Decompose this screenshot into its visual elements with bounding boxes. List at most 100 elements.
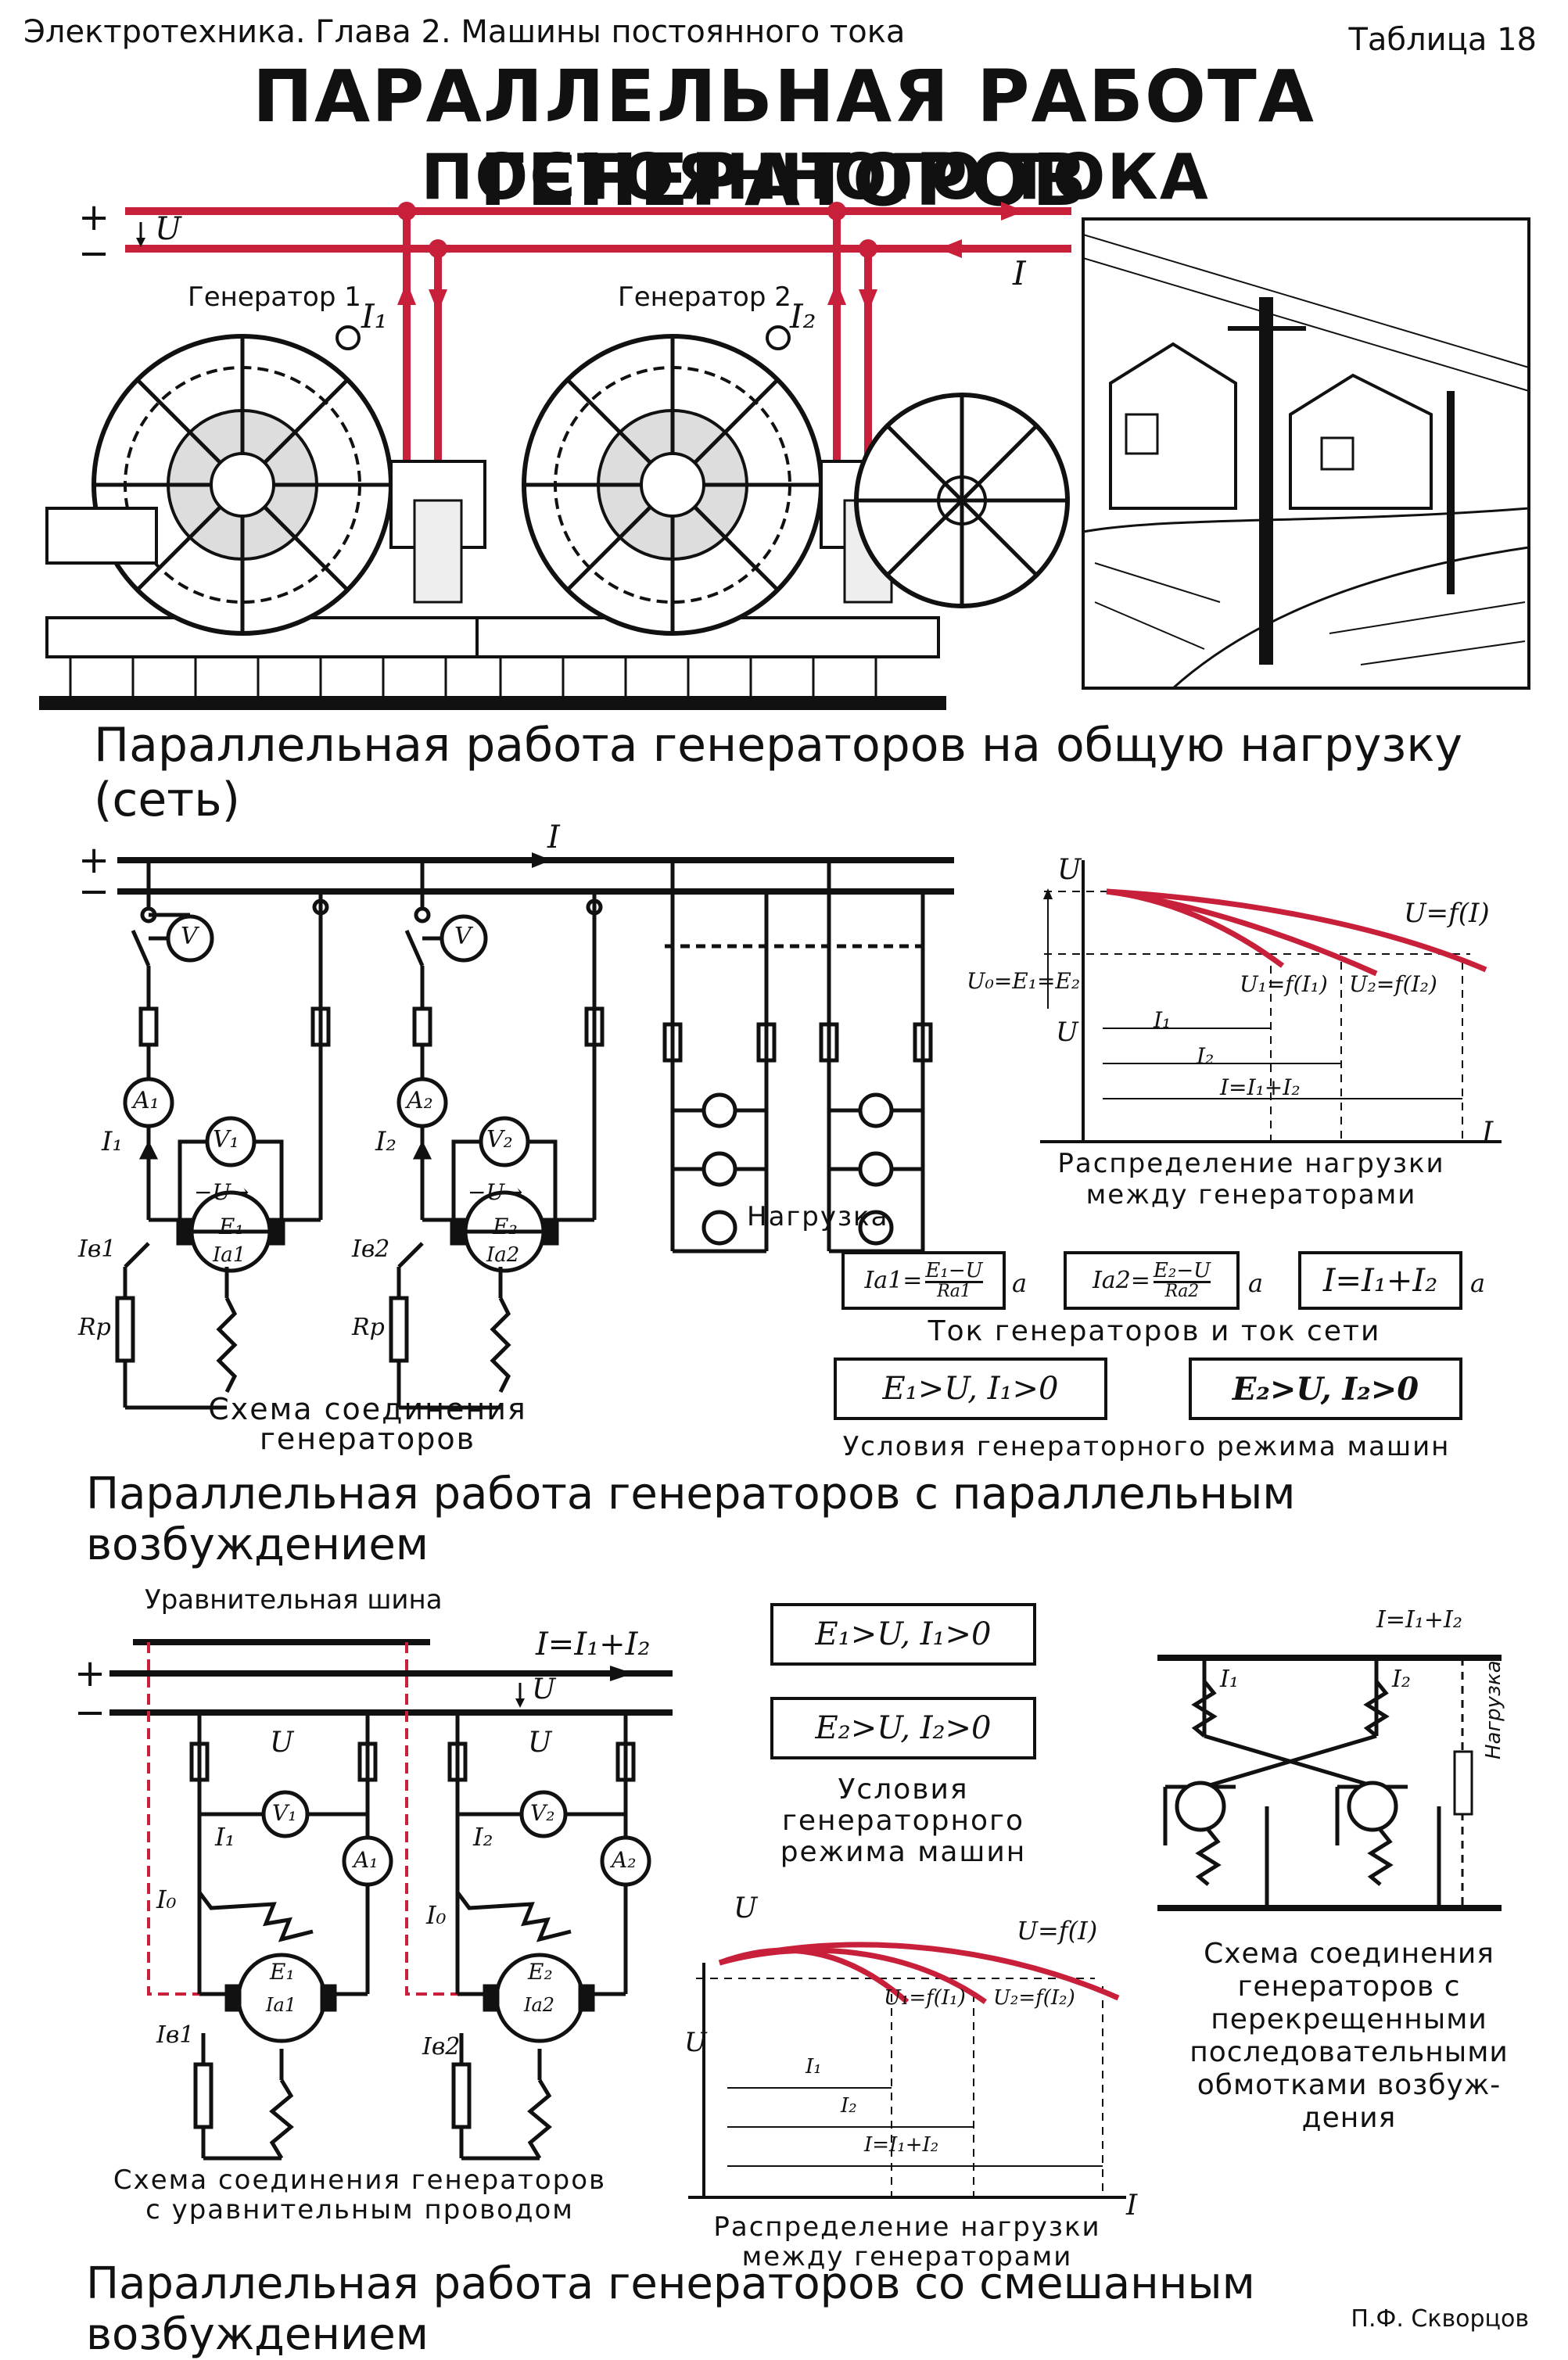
compound-graph-axis-u: U xyxy=(734,1892,758,1924)
shunt-current-label: I xyxy=(547,820,560,855)
bus-arrow-icon xyxy=(938,239,962,258)
formula-ia2-box: Iа2= E₂−U Rа2 xyxy=(1064,1251,1240,1310)
compound-cond-caption-1: Условия xyxy=(838,1774,969,1806)
compound-v1-label: V₁ xyxy=(272,1800,297,1826)
rheostat-2-label: Rр xyxy=(352,1314,385,1341)
graph-uf-label: U=f(I) xyxy=(1404,898,1490,929)
current-i1-label: I₁ xyxy=(102,1126,124,1157)
compound-a1-label: A₁ xyxy=(353,1847,379,1873)
compound-graph-i2-label: I₂ xyxy=(841,2094,857,2118)
bus-arrow-icon xyxy=(1001,202,1024,221)
graph-i1-label: I₁ xyxy=(1154,1007,1172,1033)
compound-graph-axis-i: I xyxy=(1126,2190,1138,2222)
cross-isum-label: I=I₁+I₂ xyxy=(1376,1606,1462,1634)
compound-minus-sign: − xyxy=(74,1691,106,1734)
cross-i1-label: I₁ xyxy=(1220,1666,1239,1693)
compound-u1-label: U xyxy=(270,1727,294,1759)
compound-excitation-diagram xyxy=(109,1639,1502,2199)
author-credit: П.Ф. Скворцов xyxy=(1351,2305,1529,2333)
graph-u0-label: U₀=E₁=E₂ xyxy=(967,968,1081,994)
compound-u2-label: U xyxy=(528,1727,552,1759)
unit-a-1: а xyxy=(1012,1268,1028,1298)
compound-ib1-label: Iв1 xyxy=(156,2021,195,2049)
cross-load-label: Нагрузка xyxy=(1482,1660,1505,1760)
compound-i0-2-label: I₀ xyxy=(426,1900,447,1930)
graph-u1f-label: U₁=f(I₁) xyxy=(1240,971,1328,997)
cross-caption-1: Схема соединения xyxy=(1204,1938,1494,1970)
compound-ia2-label: Iа2 xyxy=(524,1994,555,2016)
generator-1-label: Генератор 1 xyxy=(188,282,361,313)
graph-isum-label: I=I₁+I₂ xyxy=(1220,1074,1301,1100)
compound-ib2-label: Iв2 xyxy=(422,2033,461,2061)
emf-e1-label: E₁ xyxy=(219,1214,244,1239)
shunt-excitation-diagram xyxy=(115,852,1502,1410)
voltmeter-v2-label: V₂ xyxy=(486,1126,513,1153)
village-power-line-drawing xyxy=(1082,217,1530,690)
load-label: Нагрузка xyxy=(747,1201,889,1232)
compound-u-label: U xyxy=(532,1673,556,1705)
current-i2-label: I₂ xyxy=(375,1126,397,1157)
current-i-label: I xyxy=(1013,254,1026,292)
section-caption-compound: Параллельная работа генераторов со смеша… xyxy=(86,2258,1255,2360)
voltmeter-v1-label: V₁ xyxy=(213,1126,239,1153)
plus-sign: + xyxy=(78,195,110,239)
armature-ia2-label: Iа2 xyxy=(486,1243,520,1267)
compound-v2-label: V₂ xyxy=(530,1800,555,1826)
header-table-number: Таблица 18 xyxy=(1348,22,1537,58)
equalizer-bus-label: Уравнительная шина xyxy=(145,1584,443,1616)
formula-ia1-box: Iа1= E₁−U Rа1 xyxy=(841,1251,1006,1310)
compound-i0-1-label: I₀ xyxy=(156,1885,177,1914)
compound-graph-uf-label: U=f(I) xyxy=(1017,1916,1098,1946)
compound-i2-label: I₂ xyxy=(473,1822,493,1852)
scheme-caption-2: генераторов xyxy=(259,1422,476,1456)
generator-2-drawing xyxy=(469,325,1070,710)
compound-graph-caption-1: Распределение нагрузки xyxy=(713,2211,1101,2243)
section-caption-common-load: Параллельная работа генераторов на общую… xyxy=(94,718,1463,827)
unit-a-3: а xyxy=(1470,1268,1486,1298)
compound-plus-sign: + xyxy=(74,1652,106,1695)
compound-e1-label: E₁ xyxy=(270,1959,295,1985)
conditions-caption: Условия генераторного режима машин xyxy=(842,1431,1451,1462)
cross-caption-4: последовательными xyxy=(1189,2036,1509,2068)
compound-ia1-label: Iа1 xyxy=(266,1994,297,2016)
compound-condition-2-box: E₂>U, I₂>0 xyxy=(770,1697,1036,1759)
compound-condition-1-box: E₁>U, I₁>0 xyxy=(770,1603,1036,1666)
u-arrow-2: −U→ xyxy=(468,1179,523,1205)
compound-graph-caption-2: между генераторами xyxy=(741,2241,1073,2272)
compound-cond-caption-2: генераторного xyxy=(781,1805,1024,1837)
armature-ia1-label: Iа1 xyxy=(213,1243,246,1267)
condition-1-box: E₁>U, I₁>0 xyxy=(834,1358,1107,1420)
condition-2-box: E₂>U, I₂>0 xyxy=(1189,1358,1462,1420)
cross-caption-2: генераторов с xyxy=(1237,1971,1461,2003)
page-subtitle: ПОСТОЯННОГО ТОКА xyxy=(421,141,1210,213)
compound-graph-u2f-label: U₂=f(I₂) xyxy=(993,1986,1075,2010)
graph-caption-2: между генераторами xyxy=(1085,1179,1417,1210)
compound-graph-u-label: U xyxy=(684,2027,707,2058)
u-arrow-1: −U→ xyxy=(194,1179,249,1205)
excitation-ib2-label: Iв2 xyxy=(352,1236,390,1263)
shunt-minus-sign: − xyxy=(78,870,110,913)
cross-i2-label: I₂ xyxy=(1392,1666,1411,1693)
cross-caption-3: перекрещенными xyxy=(1211,2003,1487,2035)
compound-cond-caption-3: режима машин xyxy=(780,1836,1027,1868)
compound-isum-label: I=I₁+I₂ xyxy=(536,1627,651,1662)
cross-caption-5: обмотками возбуж- xyxy=(1197,2069,1502,2101)
generator-1-drawing xyxy=(39,325,493,710)
compound-a2-label: A₂ xyxy=(612,1847,637,1873)
compound-e2-label: E₂ xyxy=(528,1959,553,1985)
page-title: ПАРАЛЛЕЛЬНАЯ РАБОТА ГЕНЕРАТОРОВ xyxy=(252,55,1316,222)
compound-i1-label: I₁ xyxy=(215,1822,235,1852)
voltage-label: U xyxy=(155,211,181,247)
compound-graph-i1-label: I₁ xyxy=(806,2055,822,2078)
graph-u-label: U xyxy=(1056,1017,1078,1048)
graph-axis-u: U xyxy=(1057,854,1082,886)
shunt-plus-sign: + xyxy=(78,838,110,882)
ammeter-2-label: A₂ xyxy=(407,1087,433,1114)
minus-sign: − xyxy=(78,231,110,275)
generator-2-label: Генератор 2 xyxy=(618,282,791,313)
rheostat-1-label: Rр xyxy=(78,1314,111,1341)
section-caption-shunt: Параллельная работа генераторов с паралл… xyxy=(86,1469,1296,1570)
formula-isum-box: I=I₁+I₂ xyxy=(1298,1251,1462,1310)
scheme-caption-1: Схема соединения xyxy=(208,1392,527,1426)
graph-axis-i: I xyxy=(1482,1117,1494,1149)
